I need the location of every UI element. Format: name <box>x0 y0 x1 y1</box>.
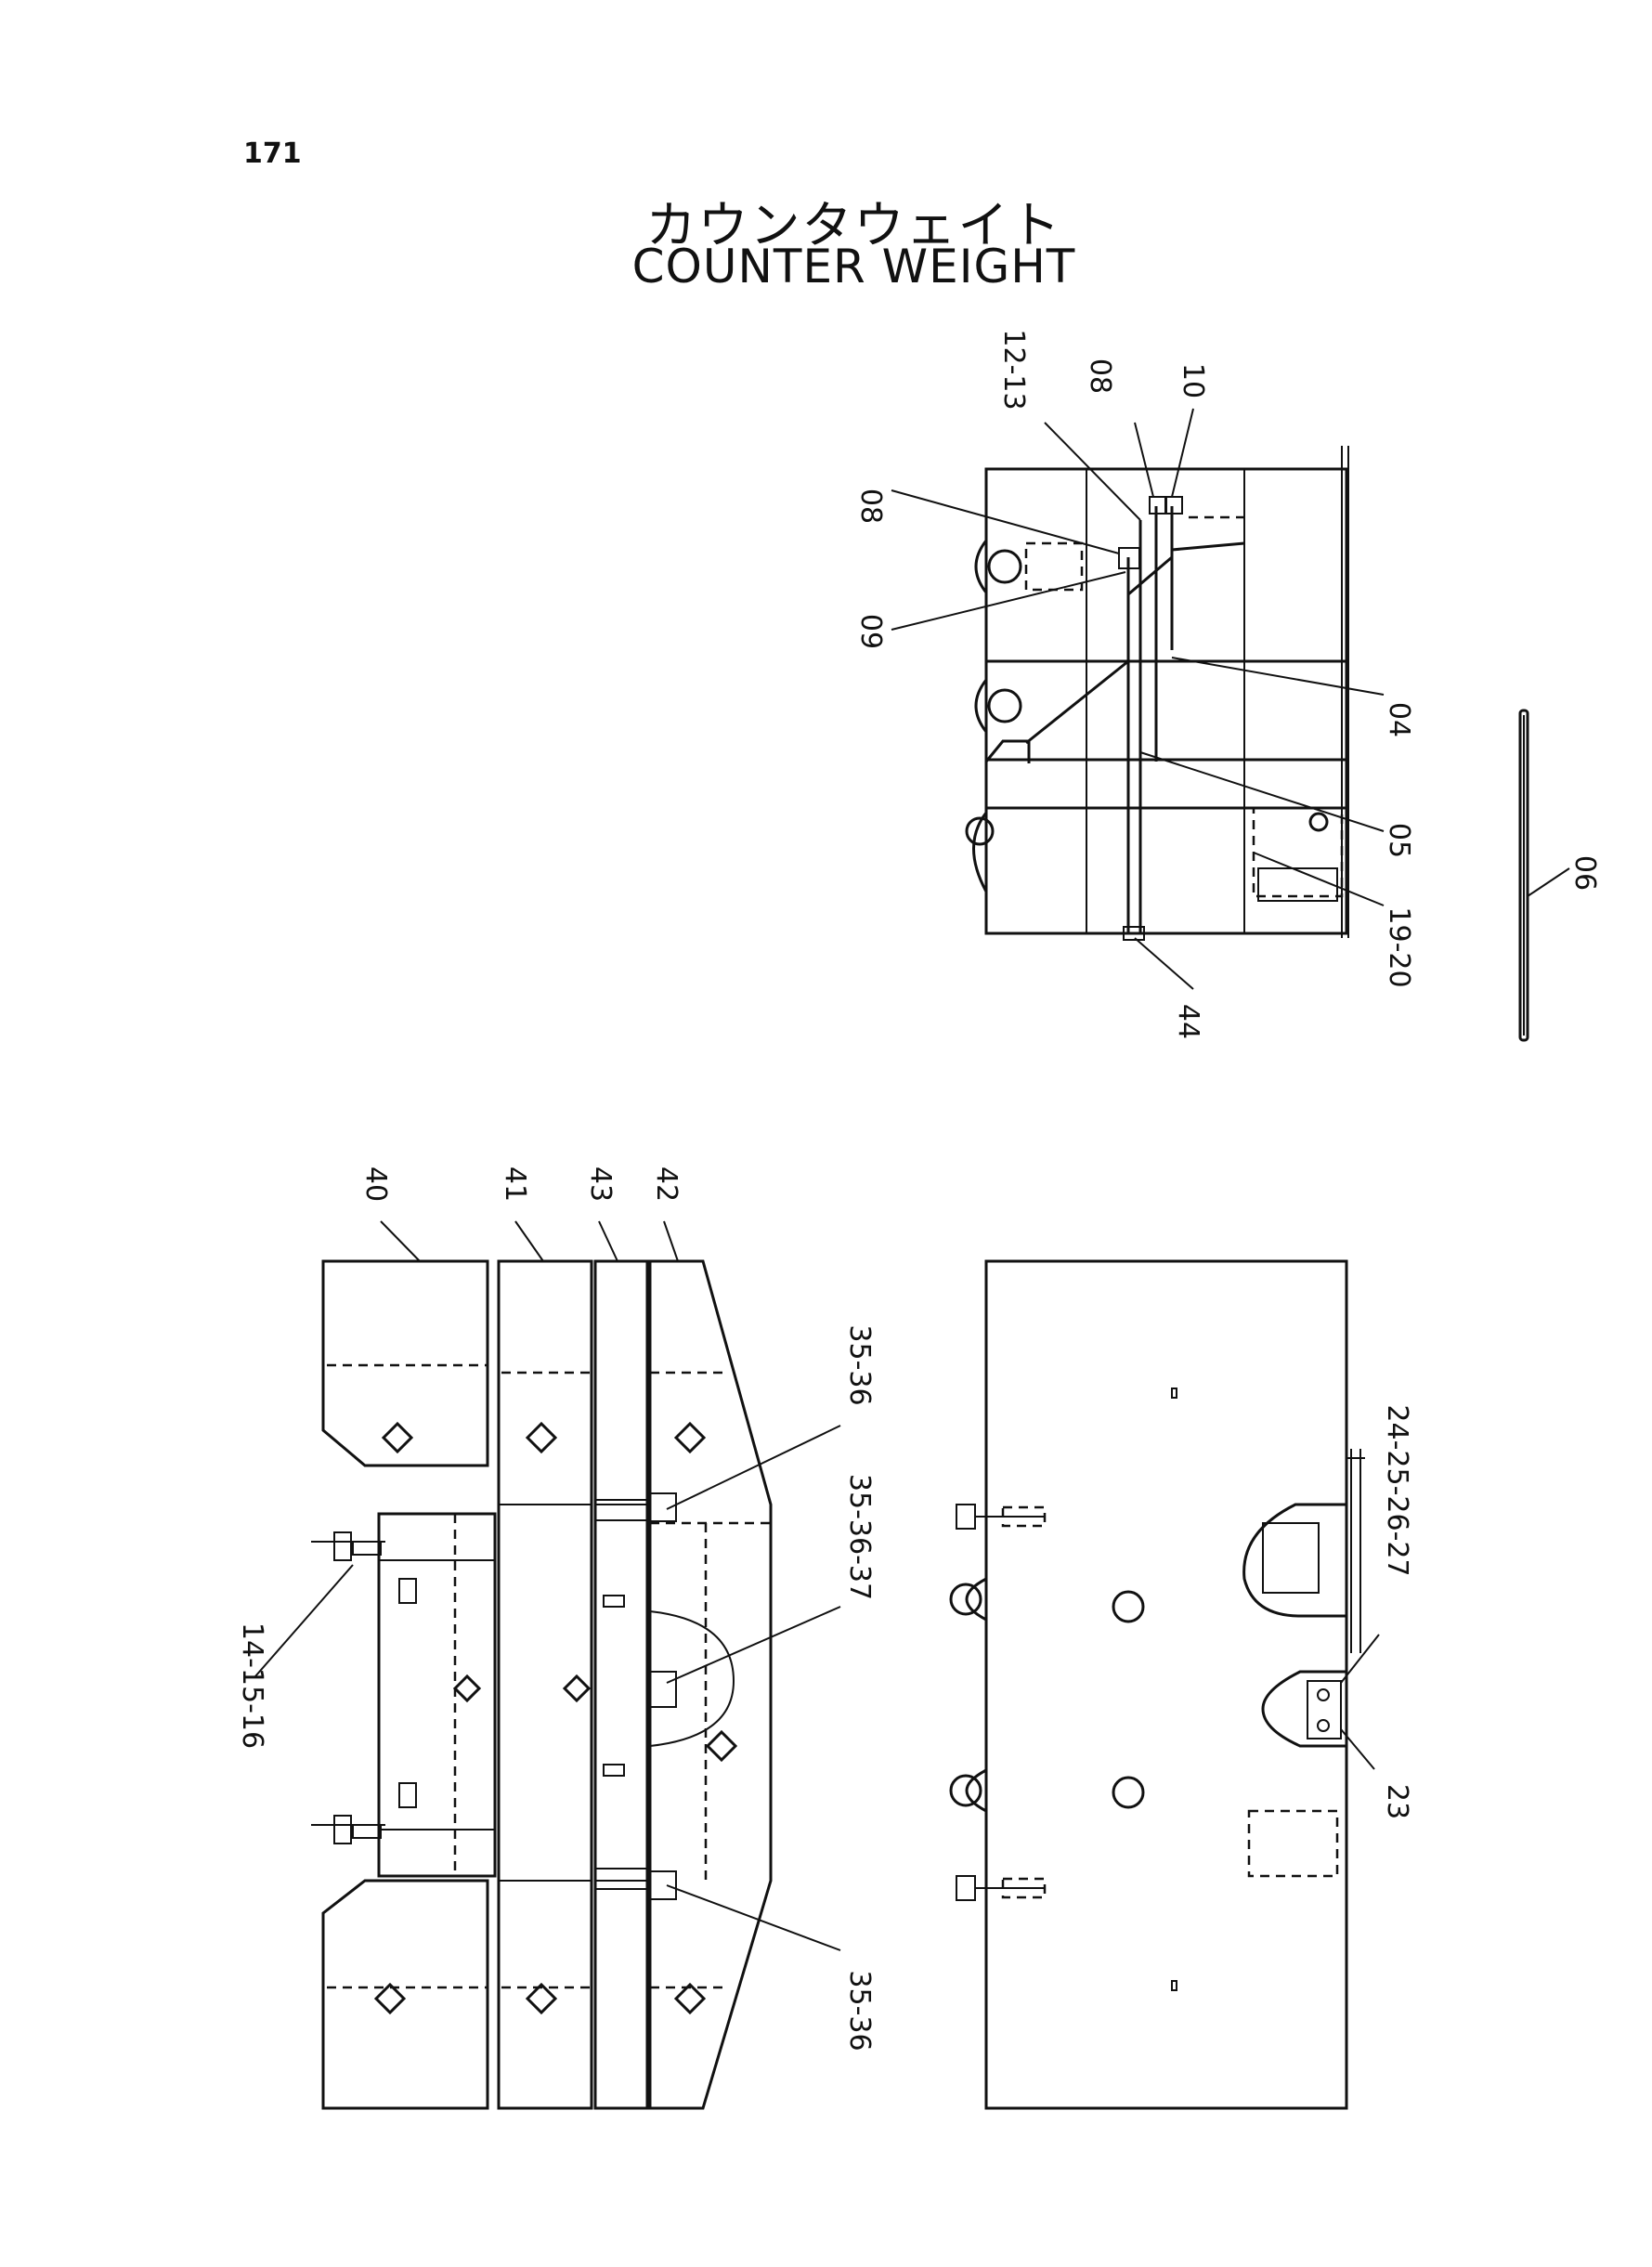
callout-14-15-16: 14-15-16 <box>236 1622 268 1749</box>
callout-08-top: 08 <box>1084 358 1116 394</box>
callout-41: 41 <box>499 1166 531 1202</box>
callout-44: 44 <box>1172 1004 1204 1039</box>
callout-43: 43 <box>584 1166 617 1202</box>
section-view <box>965 446 1349 941</box>
callout-04: 04 <box>1383 702 1415 737</box>
callout-23: 23 <box>1381 1784 1413 1819</box>
underside-view <box>949 1259 1365 2110</box>
callout-24-25-26-27: 24-25-26-27 <box>1381 1404 1413 1576</box>
title-japanese: カウンタウェイト <box>645 196 1062 254</box>
callout-35-36-a: 35-36 <box>843 1324 876 1405</box>
title-english: COUNTER WEIGHT <box>631 240 1076 293</box>
callout-leaders-underside <box>1340 1634 1380 1770</box>
rod-06 <box>1518 709 1529 1042</box>
callout-05: 05 <box>1383 823 1415 858</box>
callout-leaders-plan <box>254 1220 841 1951</box>
callout-12-13: 12-13 <box>997 329 1030 410</box>
callout-40: 40 <box>359 1166 392 1202</box>
plan-view <box>311 1259 773 2110</box>
page-number: 171 <box>243 137 302 170</box>
callout-08-left: 08 <box>854 489 887 524</box>
callout-35-36-b: 35-36 <box>843 1970 876 2051</box>
callout-09: 09 <box>854 614 887 649</box>
callout-19-20: 19-20 <box>1383 906 1415 987</box>
callout-leaders-section <box>891 408 1570 990</box>
callout-35-36-37: 35-36-37 <box>843 1474 876 1600</box>
callout-10: 10 <box>1177 363 1209 398</box>
callout-42: 42 <box>650 1166 683 1202</box>
bolt-group-14-15-16 <box>311 1531 417 1844</box>
callout-06: 06 <box>1568 855 1601 891</box>
